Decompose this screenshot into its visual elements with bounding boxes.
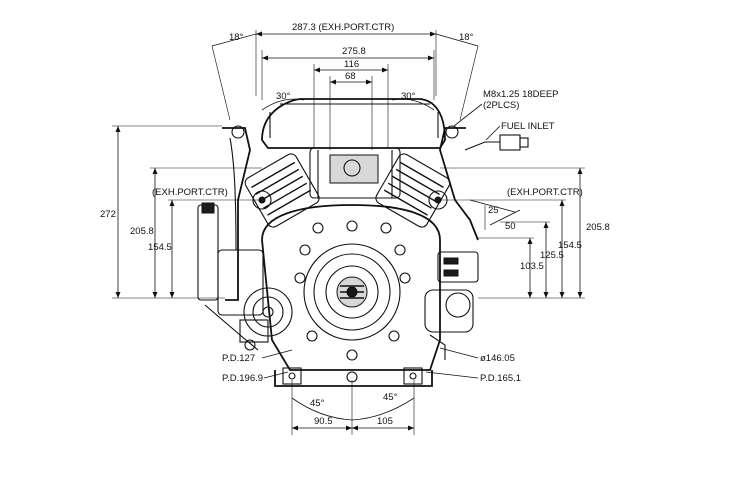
fuel-inlet-label: FUEL INLET (501, 121, 555, 132)
pd-127-label: P.D.127 (222, 353, 255, 364)
left-154-label: 154.5 (148, 242, 172, 253)
bottom-angle-left-label: 45° (310, 398, 325, 409)
dimension-labels: 18° 287.3 (EXH.PORT.CTR) 18° 275.8 116 6… (100, 22, 610, 427)
right-154-label: 154.5 (558, 240, 582, 251)
right-50-label: 50 (505, 221, 516, 232)
engine-outline (197, 98, 529, 387)
height-272-label: 272 (100, 209, 116, 220)
exh-left-label: (EXH.PORT.CTR) (152, 187, 228, 198)
pd-165-label: P.D.165.1 (480, 373, 521, 384)
mount-count-label: (2PLCS) (483, 100, 519, 111)
bottom-105-label: 105 (377, 416, 393, 427)
top-angle-left-label: 18° (229, 32, 244, 43)
cyl-angle-left-label: 30° (276, 91, 291, 102)
bottom-dimensions (261, 103, 501, 435)
exh-port-span-label: 287.3 (EXH.PORT.CTR) (292, 22, 394, 33)
mount-thread-label: M8x1.25 18DEEP (483, 89, 559, 100)
right-205-label: 205.8 (586, 222, 610, 233)
width-68-label: 68 (345, 71, 356, 82)
top-dimensions (211, 30, 479, 150)
dia-146-label: ø146.05 (480, 353, 515, 364)
left-205-label: 205.8 (130, 226, 154, 237)
width-116-label: 116 (344, 59, 359, 70)
bottom-angle-right-label: 45° (383, 392, 398, 403)
pd-196-label: P.D.196.9 (222, 373, 263, 384)
right-103-label: 103.5 (520, 261, 544, 272)
left-dimensions (112, 125, 262, 299)
right-25-label: 25 (488, 205, 499, 216)
right-dimensions (440, 167, 585, 299)
top-angle-right-label: 18° (459, 32, 474, 43)
width-275-label: 275.8 (342, 46, 366, 57)
exh-right-label: (EXH.PORT.CTR) (507, 187, 583, 198)
cyl-angle-right-label: 30° (401, 91, 416, 102)
right-125-label: 125.5 (540, 250, 564, 261)
bottom-90-label: 90.5 (314, 416, 333, 427)
